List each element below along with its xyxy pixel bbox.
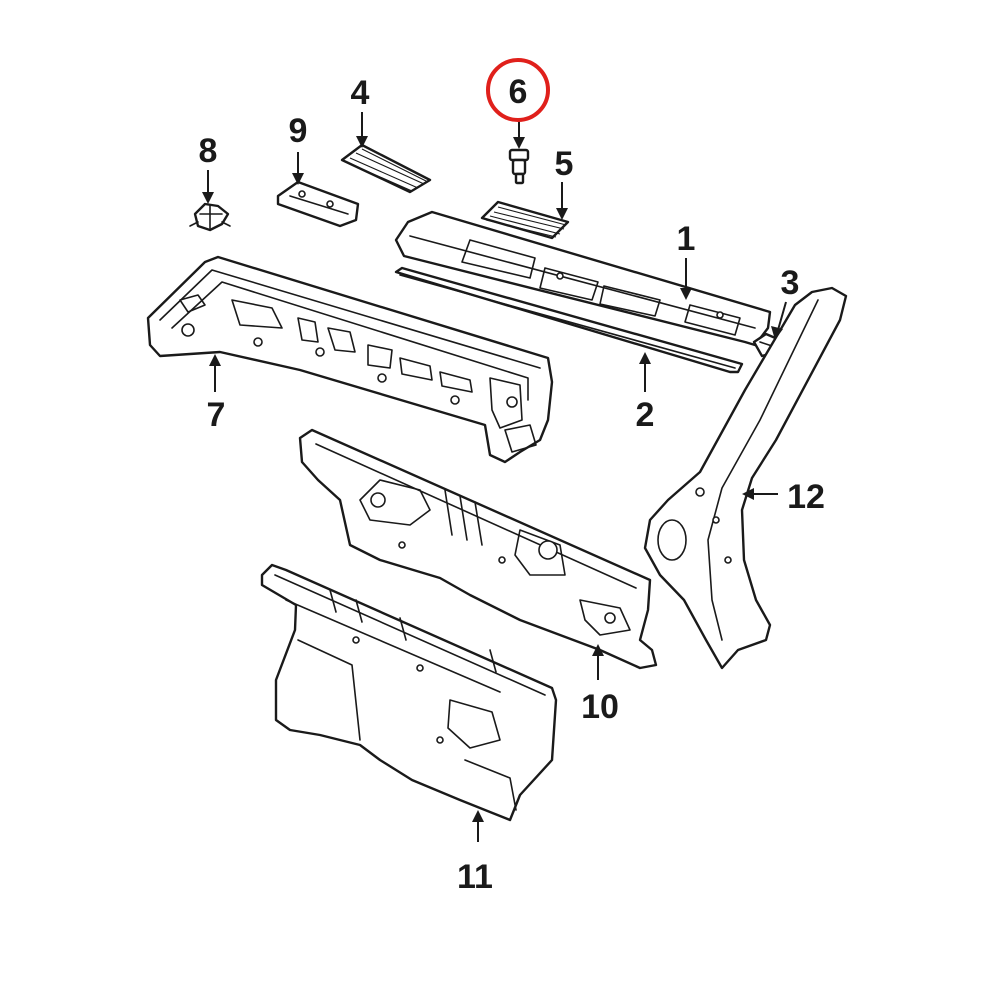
part-8-clip[interactable]: [189, 202, 231, 232]
part-5-seal[interactable]: [480, 200, 570, 240]
part-6-grommet[interactable]: [508, 148, 530, 185]
callout-9: 9: [289, 112, 308, 150]
callout-1: 1: [677, 220, 696, 258]
callout-6: 6: [509, 73, 528, 111]
part-11-insulator[interactable]: [260, 563, 558, 822]
callout-5: 5: [555, 145, 574, 183]
leader-lines: [202, 112, 787, 842]
callout-2: 2: [636, 396, 655, 434]
callout-10: 10: [581, 688, 619, 726]
part-1-cowl-vent[interactable]: [394, 210, 772, 347]
part-4-seal[interactable]: [340, 143, 432, 194]
part-2-weatherstrip[interactable]: [394, 266, 744, 374]
callout-3: 3: [781, 264, 800, 302]
part-9-bracket[interactable]: [276, 180, 360, 228]
part-12-side-panel[interactable]: [643, 286, 848, 670]
callout-11: 11: [457, 858, 493, 896]
callout-8: 8: [199, 132, 218, 170]
callout-7: 7: [207, 396, 226, 434]
part-10-dash-panel[interactable]: [298, 428, 658, 670]
callout-labels: 1 2 3 4 5 6 7 8 9 10 11 12: [199, 73, 825, 896]
callout-4: 4: [351, 74, 370, 112]
callout-12: 12: [787, 478, 825, 516]
highlight-ring-callout-6: [486, 58, 550, 122]
part-7-cowl-panel[interactable]: [146, 255, 554, 464]
